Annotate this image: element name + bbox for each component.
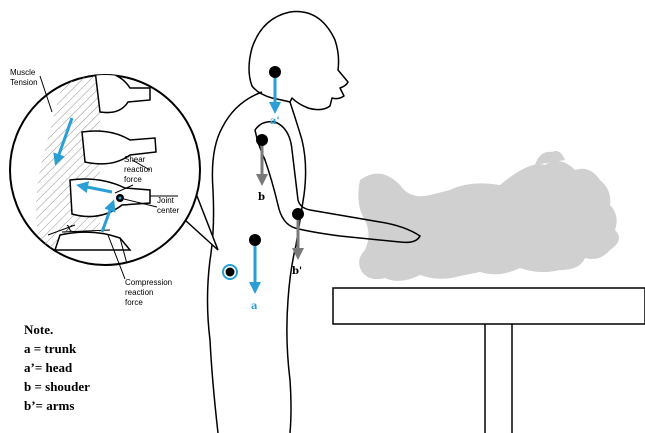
joint-center-label-2: center: [157, 206, 180, 215]
moment-arm-x-label: x: [66, 221, 73, 234]
arms-force-vector: b': [292, 208, 304, 277]
table: [333, 288, 645, 433]
joint-center-label: Joint: [157, 196, 175, 205]
note-line-trunk: a = trunk: [24, 339, 90, 358]
shear-force-label-3: force: [124, 175, 142, 184]
note-title: Note.: [24, 320, 90, 339]
trunk-force-vector: a: [249, 234, 261, 312]
note-line-arms: b’= arms: [24, 396, 90, 415]
note-line-head: a’= head: [24, 358, 90, 377]
compression-force-label: Compression: [125, 278, 172, 287]
svg-text:a: a: [251, 301, 258, 312]
head-force-vector: a': [269, 66, 281, 127]
compression-force-label-2: reaction: [125, 288, 153, 297]
svg-text:b': b': [292, 266, 302, 277]
muscle-tension-label-2: Tension: [10, 78, 38, 87]
shoulder-force-vector: b: [256, 134, 268, 203]
muscle-tension-label: Muscle: [10, 68, 36, 77]
lumbar-inset: [10, 70, 218, 279]
shear-force-label: Shear: [124, 155, 146, 164]
svg-text:b: b: [258, 192, 265, 203]
note-legend: Note. a = trunk a’= head b = shouder b’=…: [24, 320, 90, 415]
note-line-shoulder: b = shouder: [24, 377, 90, 396]
animal-silhouette: [358, 151, 619, 281]
compression-force-label-3: force: [125, 298, 143, 307]
svg-text:a': a': [270, 116, 280, 127]
shear-force-label-2: reaction: [124, 165, 152, 174]
lumbar-joint-marker: [223, 265, 237, 279]
